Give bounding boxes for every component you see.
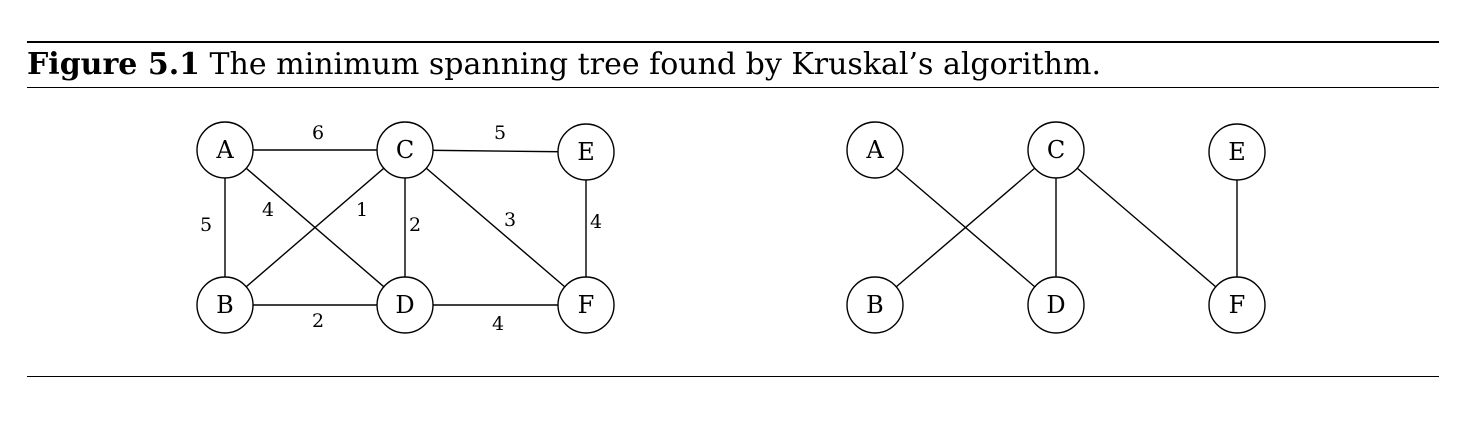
left-node-a: A bbox=[196, 121, 254, 179]
right-node-circle bbox=[1208, 123, 1266, 181]
right-node-label: E bbox=[1228, 138, 1246, 166]
left-node-label: B bbox=[216, 291, 234, 319]
right-node-f: F bbox=[1208, 276, 1266, 334]
left-weight-a-d: 4 bbox=[262, 199, 274, 221]
right-node-d: D bbox=[1027, 276, 1085, 334]
left-node-circle bbox=[376, 121, 434, 179]
right-node-label: F bbox=[1229, 291, 1246, 319]
left-weight-c-f: 3 bbox=[504, 209, 516, 231]
spanning-tree-graph: A B C D E F bbox=[846, 121, 1266, 334]
top-rule bbox=[27, 41, 1439, 43]
right-node-circle bbox=[1027, 121, 1085, 179]
left-edge-c-f bbox=[404, 149, 587, 306]
left-weight-a-c: 6 bbox=[312, 122, 324, 144]
figure-caption: Figure 5.1 The minimum spanning tree fou… bbox=[27, 47, 1101, 83]
left-node-label: A bbox=[215, 136, 234, 164]
left-node-c: C bbox=[376, 121, 434, 179]
left-node-label: D bbox=[395, 291, 414, 319]
left-node-circle bbox=[196, 276, 254, 334]
left-node-label: F bbox=[578, 291, 595, 319]
left-node-f: F bbox=[557, 276, 615, 334]
right-node-circle bbox=[846, 276, 904, 334]
left-edge-b-c bbox=[224, 149, 406, 306]
left-edge-c-e bbox=[404, 149, 587, 153]
right-node-a: A bbox=[846, 121, 904, 179]
left-node-label: C bbox=[396, 136, 414, 164]
left-node-d: D bbox=[376, 276, 434, 334]
left-weight-c-d: 2 bbox=[409, 214, 421, 236]
left-node-circle bbox=[376, 276, 434, 334]
right-node-c: C bbox=[1027, 121, 1085, 179]
right-node-circle bbox=[1208, 276, 1266, 334]
bottom-rule bbox=[27, 376, 1439, 377]
left-weight-a-b: 5 bbox=[200, 214, 212, 236]
figure-label: Figure 5.1 bbox=[27, 47, 201, 82]
left-node-circle bbox=[557, 123, 615, 181]
weighted-graph: A B C D E F 6 5 5 4 1 2 3 4 2 4 bbox=[196, 121, 615, 335]
left-node-b: B bbox=[196, 276, 254, 334]
right-node-label: C bbox=[1047, 136, 1065, 164]
caption-rule bbox=[27, 87, 1439, 88]
left-weight-c-e: 5 bbox=[494, 122, 506, 144]
right-node-label: D bbox=[1046, 291, 1065, 319]
left-weight-b-c: 1 bbox=[356, 199, 368, 221]
left-node-circle bbox=[557, 276, 615, 334]
right-edge-c-f bbox=[1055, 149, 1238, 306]
left-node-label: E bbox=[577, 138, 595, 166]
right-node-circle bbox=[846, 121, 904, 179]
right-node-label: A bbox=[865, 136, 884, 164]
right-node-e: E bbox=[1208, 123, 1266, 181]
left-weight-e-f: 4 bbox=[590, 211, 602, 233]
right-node-label: B bbox=[866, 291, 884, 319]
left-weight-d-f: 4 bbox=[492, 313, 504, 335]
caption-text: The minimum spanning tree found by Krusk… bbox=[200, 47, 1101, 82]
left-node-e: E bbox=[557, 123, 615, 181]
left-weight-b-d: 2 bbox=[312, 310, 324, 332]
right-node-b: B bbox=[846, 276, 904, 334]
left-node-circle bbox=[196, 121, 254, 179]
right-edge-c-b bbox=[874, 149, 1057, 306]
right-node-circle bbox=[1027, 276, 1085, 334]
